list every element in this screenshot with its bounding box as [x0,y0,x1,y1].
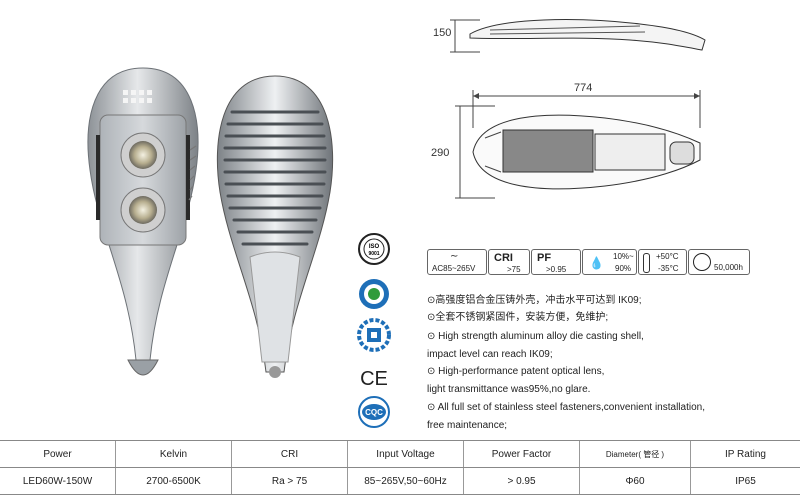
lamp-front-photo [87,67,199,376]
height-dimension: 150 [433,27,452,39]
feature-line-2: ⊙全套不锈钢紧固件，安装方便，免维护; [427,312,609,323]
clock-icon [693,253,711,271]
feature-line-5: ⊙ High-performance patent optical lens, [427,366,605,377]
feature-line-3: ⊙ High strength aluminum alloy die casti… [427,331,644,342]
voltage-spec: ∼ AC85~265V [427,249,487,275]
humidity-spec: 💧 10%~ 90% [582,249,637,275]
quality-certification-logo [357,318,391,352]
thermometer-icon [643,253,650,273]
ce-mark-logo: CE [360,368,388,390]
svg-text:ISO: ISO [369,244,380,250]
feature-line-8: free maintenance; [427,420,508,431]
ccc-certification-logo [359,279,389,309]
cri-spec: CRI >75 [488,249,530,275]
pf-spec: PF >0.95 [531,249,581,275]
svg-text:CE: CE [360,368,388,390]
table-row: LED60W-150W 2700-6500K Ra > 75 85~265V,5… [0,467,800,495]
length-dimension: 774 [574,82,593,94]
table-header-cell: Kelvin [115,440,232,468]
table-header-cell: Diameter( 管径 ) [579,440,691,468]
temperature-spec: +50°C -35°C [638,249,687,275]
table-cell: > 0.95 [463,467,580,495]
iso9001-certification-logo: ISO 9001 [358,233,390,265]
feature-line-7: ⊙ All full set of stainless steel fasten… [427,402,705,413]
wave-icon: ∼ [450,251,459,262]
svg-text:9001: 9001 [368,251,379,257]
table-cell: 85~265V,50~60Hz [347,467,464,495]
top-view-drawing [455,90,701,199]
feature-line-4: impact level can reach IK09; [427,349,553,360]
table-header-cell: Power [0,440,116,468]
table-header-row: Power Kelvin CRI Input Voltage Power Fac… [0,440,800,468]
droplet-icon: 💧 [589,256,604,270]
feature-line-6: light transmittance was95%,no glare. [427,384,591,395]
table-header-cell: Power Factor [463,440,580,468]
table-cell: Ra > 75 [231,467,348,495]
table-cell: IP65 [690,467,800,495]
feature-line-1: ⊙高强度铝合金压铸外壳，冲击水平可达到 IK09; [427,295,642,306]
lifetime-spec: 50,000h [688,249,750,275]
table-cell: LED60W-150W [0,467,116,495]
table-header-cell: Input Voltage [347,440,464,468]
width-dimension: 290 [431,147,450,159]
svg-text:CQC: CQC [365,408,383,417]
table-cell: Φ60 [579,467,691,495]
side-view-drawing [450,19,706,53]
lamp-back-photo [216,75,334,378]
table-header-cell: IP Rating [690,440,800,468]
table-cell: 2700-6500K [115,467,232,495]
cqc-certification-logo: CQC [358,396,390,428]
spec-table: Power Kelvin CRI Input Voltage Power Fac… [0,440,800,495]
table-header-cell: CRI [231,440,348,468]
